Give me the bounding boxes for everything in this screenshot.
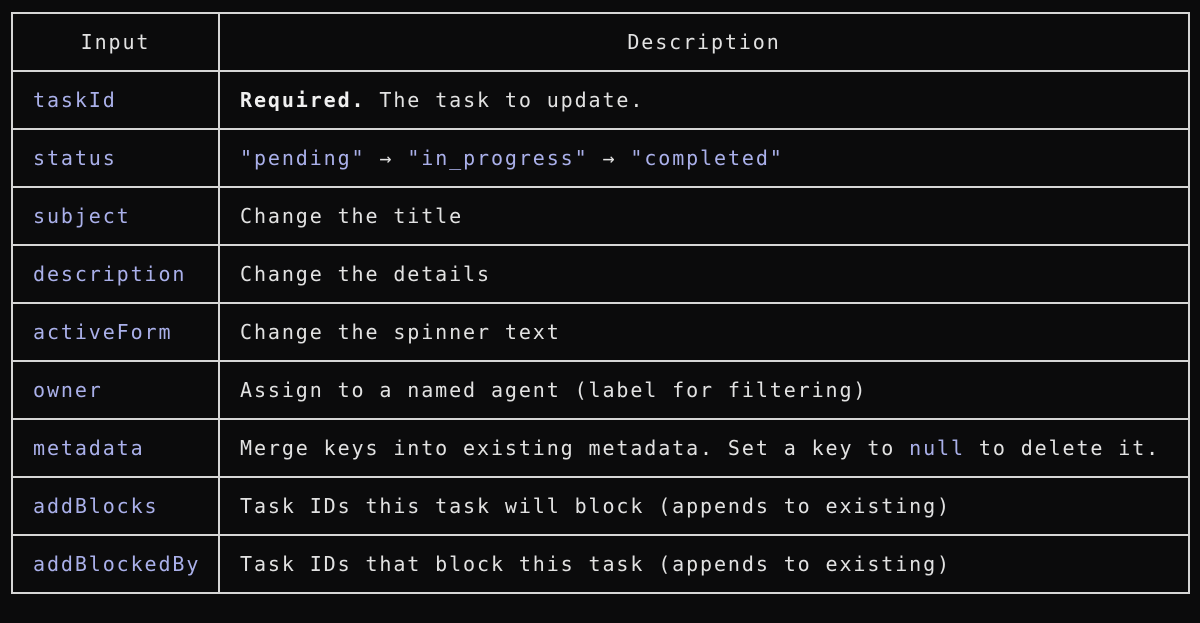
table-row: addBlockedBy Task IDs that block this ta… xyxy=(11,534,1190,594)
header-row: Input Description xyxy=(11,12,1190,72)
header-description: Description xyxy=(218,12,1190,72)
input-name: owner xyxy=(11,360,220,420)
input-name: activeForm xyxy=(11,302,220,362)
input-description: Task IDs this task will block (appends t… xyxy=(218,476,1190,536)
arrow-icon: → xyxy=(365,146,408,170)
table-row: metadata Merge keys into existing metada… xyxy=(11,418,1190,478)
input-name: metadata xyxy=(11,418,220,478)
status-in-progress: "in_progress" xyxy=(407,146,589,170)
input-description: Change the title xyxy=(218,186,1190,246)
input-name: addBlockedBy xyxy=(11,534,220,594)
header-input: Input xyxy=(11,12,220,72)
description-text: Merge keys into existing metadata. Set a… xyxy=(240,436,910,460)
table-row: status "pending" → "in_progress" → "comp… xyxy=(11,128,1190,188)
input-name: addBlocks xyxy=(11,476,220,536)
required-label: Required. xyxy=(240,88,366,112)
table-row: addBlocks Task IDs this task will block … xyxy=(11,476,1190,536)
input-description: Change the spinner text xyxy=(218,302,1190,362)
arrow-icon: → xyxy=(588,146,631,170)
input-description: Task IDs that block this task (appends t… xyxy=(218,534,1190,594)
input-description: Merge keys into existing metadata. Set a… xyxy=(218,418,1190,478)
description-text: to delete it. xyxy=(964,436,1161,460)
table-row: taskId Required. The task to update. xyxy=(11,70,1190,130)
task-update-inputs-table: Input Description taskId Required. The t… xyxy=(11,12,1190,594)
input-name: subject xyxy=(11,186,220,246)
input-description: Assign to a named agent (label for filte… xyxy=(218,360,1190,420)
input-name: status xyxy=(11,128,220,188)
description-text: The task to update. xyxy=(365,88,645,112)
table-row: owner Assign to a named agent (label for… xyxy=(11,360,1190,420)
input-name: description xyxy=(11,244,220,304)
input-description: "pending" → "in_progress" → "completed" xyxy=(218,128,1190,188)
input-name: taskId xyxy=(11,70,220,130)
status-completed: "completed" xyxy=(630,146,784,170)
table-row: description Change the details xyxy=(11,244,1190,304)
table-row: activeForm Change the spinner text xyxy=(11,302,1190,362)
null-code: null xyxy=(909,436,965,460)
input-description: Required. The task to update. xyxy=(218,70,1190,130)
table-row: subject Change the title xyxy=(11,186,1190,246)
status-pending: "pending" xyxy=(240,146,366,170)
input-description: Change the details xyxy=(218,244,1190,304)
